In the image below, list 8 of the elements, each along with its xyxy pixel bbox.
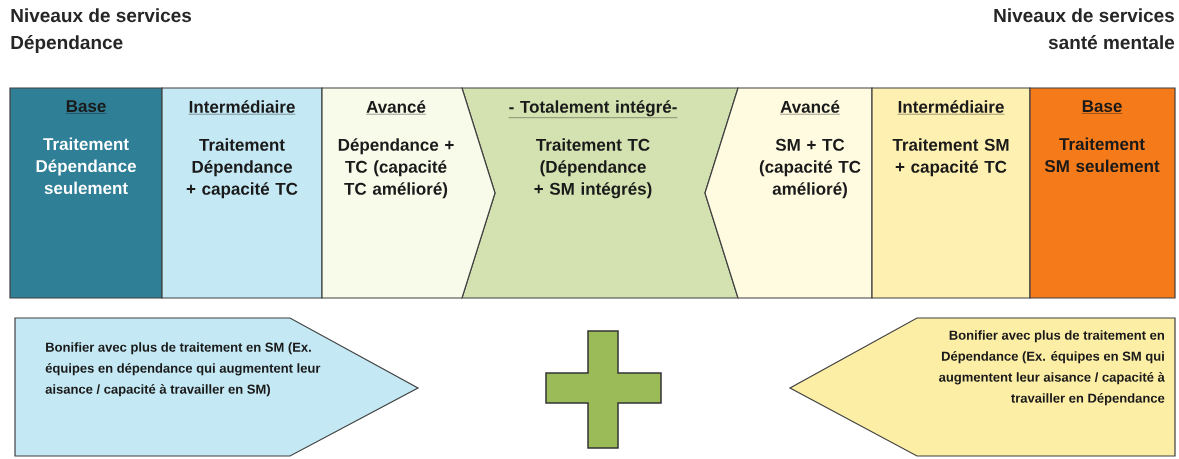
chevron-box: Avancé Dépendance + TC (capacité TC amélioré) [321, 87, 496, 299]
level-box: Intermédiaire Traitement SM + capacité TC [871, 87, 1031, 299]
level-box: Intermédiaire Traitement Dépendance + capacité TC [161, 87, 323, 299]
level-box: Base Traitement SM seulement [1029, 87, 1176, 299]
heading: Niveaux de services santé mentale [994, 8, 1175, 50]
level-box: Base Traitement Dépendance seulement [9, 87, 163, 299]
heading: Niveaux de services Dépendance [11, 8, 192, 53]
integrated-band: - Totalement intégré- Traitement TC (Dépendance + SM intégrés) [461, 87, 739, 299]
